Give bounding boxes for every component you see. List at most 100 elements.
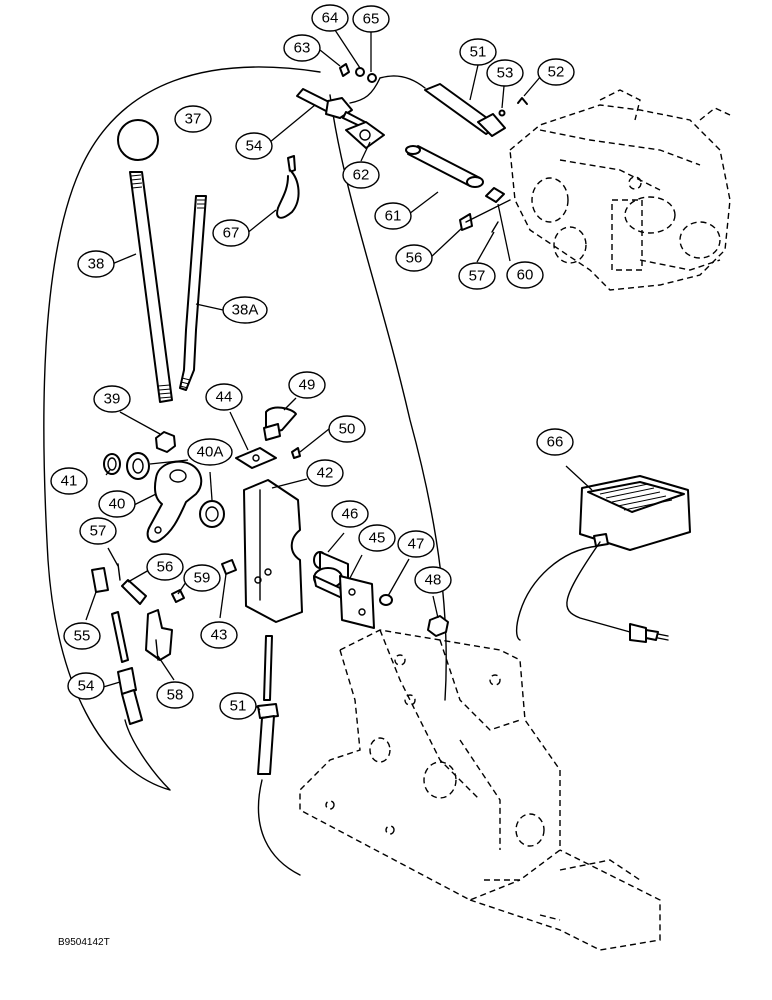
callout-56-bottom: 56: [146, 553, 184, 581]
callout-60: 60: [506, 261, 544, 289]
knob-49: [263, 406, 297, 441]
callout-57-top: 57: [458, 262, 496, 290]
cable-end-54-top: [296, 77, 381, 128]
svg-text:53: 53: [497, 65, 514, 82]
clevis-55: [91, 567, 109, 593]
cable-end-54-bottom: [111, 611, 143, 725]
svg-text:60: 60: [517, 267, 534, 284]
callout-40: 40: [98, 490, 136, 518]
leader-lines: [85, 29, 593, 711]
svg-text:49: 49: [299, 377, 316, 394]
screw-43: [221, 559, 237, 575]
svg-text:57: 57: [90, 523, 107, 540]
svg-text:43: 43: [211, 627, 228, 644]
svg-text:48: 48: [425, 572, 442, 589]
svg-text:37: 37: [185, 111, 202, 128]
svg-text:46: 46: [342, 506, 359, 523]
sleeve-61: [405, 145, 484, 188]
svg-text:45: 45: [369, 530, 386, 547]
clamp-67: [276, 155, 300, 219]
callout-44: 44: [205, 383, 243, 411]
bracket-42: [243, 479, 303, 623]
svg-text:42: 42: [317, 465, 334, 482]
callout-66: 66: [536, 428, 574, 456]
svg-text:54: 54: [78, 678, 95, 695]
callout-59: 59: [183, 564, 221, 592]
svg-text:54: 54: [246, 138, 263, 155]
callout-54-top: 54: [235, 132, 273, 160]
callout-51-bottom: 51: [219, 692, 257, 720]
callout-41: 41: [50, 467, 88, 495]
washer-47: [379, 594, 393, 606]
callout-48: 48: [414, 566, 452, 594]
nut-39: [155, 431, 176, 453]
callout-65: 65: [352, 5, 390, 33]
callout-38: 38: [77, 250, 115, 278]
knob-37: [117, 119, 159, 161]
callout-50: 50: [328, 415, 366, 443]
svg-text:41: 41: [61, 473, 78, 490]
washer-64: [355, 67, 365, 77]
callout-67: 67: [212, 219, 250, 247]
callout-53: 53: [486, 59, 524, 87]
grouping-outline-right: [329, 94, 447, 701]
callout-56-top: 56: [395, 244, 433, 272]
svg-text:38A: 38A: [232, 302, 259, 319]
callout-58: 58: [156, 681, 194, 709]
callout-39: 39: [93, 385, 131, 413]
bushing-40A-left: [126, 452, 150, 480]
control-cable-51-top: [379, 75, 506, 137]
callout-54-bottom: 54: [67, 672, 105, 700]
callout-40A: 40A: [187, 438, 233, 466]
grouping-outline: [43, 66, 321, 791]
svg-text:57: 57: [469, 268, 486, 285]
svg-text:47: 47: [408, 536, 425, 553]
svg-text:59: 59: [194, 570, 211, 587]
callout-43: 43: [200, 621, 238, 649]
svg-text:51: 51: [470, 44, 487, 61]
plate-44: [235, 447, 277, 469]
callout-64: 64: [311, 4, 349, 32]
screw-50: [291, 447, 301, 459]
svg-text:50: 50: [339, 421, 356, 438]
svg-text:51: 51: [230, 698, 247, 715]
pin-56-top-shaft: [465, 199, 511, 223]
callout-bubbles: 63 64 65 51 52 53 37 54 62 61 67 56 57 6…: [50, 4, 575, 720]
callout-51-top: 51: [459, 38, 497, 66]
foot-pedal-66: [515, 475, 691, 643]
svg-text:52: 52: [548, 64, 565, 81]
lever-rod-38: [129, 171, 173, 403]
ball-53: [498, 109, 506, 117]
washer-65: [367, 73, 377, 83]
figure-code: B9504142T: [58, 937, 110, 948]
callout-45: 45: [358, 524, 396, 552]
svg-text:61: 61: [385, 208, 402, 225]
svg-text:55: 55: [74, 628, 91, 645]
bolt-63: [339, 63, 350, 77]
callout-57-bottom: 57: [79, 517, 117, 545]
svg-text:63: 63: [294, 40, 311, 57]
plate-45: [339, 575, 375, 629]
callout-38A: 38A: [222, 296, 268, 324]
svg-text:64: 64: [322, 10, 339, 27]
pin-56-bottom: [121, 579, 147, 605]
callout-37: 37: [174, 105, 212, 133]
callout-62: 62: [342, 161, 380, 189]
svg-text:62: 62: [353, 167, 370, 184]
svg-text:58: 58: [167, 687, 184, 704]
callout-55: 55: [63, 622, 101, 650]
callout-63: 63: [283, 34, 321, 62]
cotter-57-top: [491, 221, 499, 233]
clevis-58: [145, 609, 173, 661]
control-cable-51-bottom: [257, 635, 279, 775]
svg-text:65: 65: [363, 11, 380, 28]
lever-rod-38A: [179, 195, 207, 391]
nut-48: [427, 615, 449, 637]
bushing-40A-right: [199, 500, 225, 528]
callout-42: 42: [306, 459, 344, 487]
lever-arm-40: [146, 460, 203, 543]
svg-text:56: 56: [157, 559, 174, 576]
cable-loop: [257, 779, 301, 876]
